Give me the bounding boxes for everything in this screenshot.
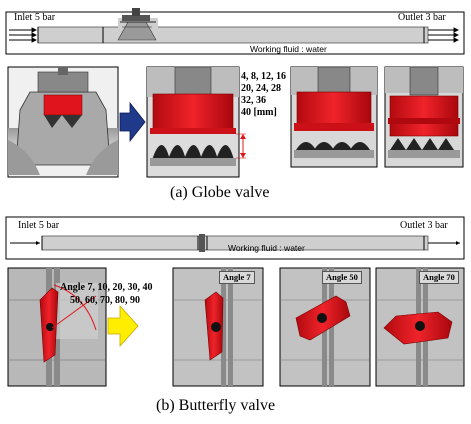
inlet-arrows [9, 27, 38, 43]
globe-plug-detail [146, 66, 246, 178]
butterfly-angle-7 [172, 267, 264, 387]
globe-valve-symbol [117, 8, 157, 41]
opening-line-3: 32, 36 [241, 95, 266, 106]
butterfly-fluid-label: Working fluid : water [228, 243, 305, 253]
butterfly-angle-50 [279, 267, 371, 387]
globe-opening-min [384, 66, 464, 168]
opening-line-4: 40 [mm] [241, 107, 277, 118]
blue-arrow [119, 101, 146, 143]
globe-outlet-label: Outlet 3 bar [398, 12, 446, 23]
butterfly-angle-70 [375, 267, 465, 387]
butterfly-outlet-label: Outlet 3 bar [400, 220, 448, 231]
outlet-arrows [428, 27, 460, 43]
tag-angle-50: Angle 50 [322, 271, 362, 284]
globe-opening-list: 4, 8, 12, 16 20, 24, 28 32, 36 40 [mm] [241, 71, 286, 119]
globe-opening-mid [290, 66, 378, 168]
tag-angle-7: Angle 7 [219, 271, 255, 284]
globe-cross-section [7, 66, 119, 178]
butterfly-angles-line2: 50, 60, 70, 80, 90 [70, 295, 140, 306]
butterfly-angles-line1: Angle 7, 10, 20, 30, 40 [60, 282, 153, 293]
butterfly-pipe-diagram [5, 216, 465, 260]
butterfly-inlet-label: Inlet 5 bar [18, 220, 60, 231]
butterfly-angle-illustration [7, 267, 107, 387]
globe-inlet-label: Inlet 5 bar [14, 12, 56, 23]
butterfly-caption: (b) Butterfly valve [156, 397, 276, 414]
opening-line-2: 20, 24, 28 [241, 83, 281, 94]
yellow-arrow [107, 304, 139, 348]
tag-angle-70: Angle 70 [419, 271, 459, 284]
globe-pipe-diagram [5, 8, 465, 55]
opening-line-1: 4, 8, 12, 16 [241, 71, 286, 82]
globe-fluid-label: Working fluid : water [250, 44, 327, 54]
globe-caption: (a) Globe valve [170, 184, 270, 201]
